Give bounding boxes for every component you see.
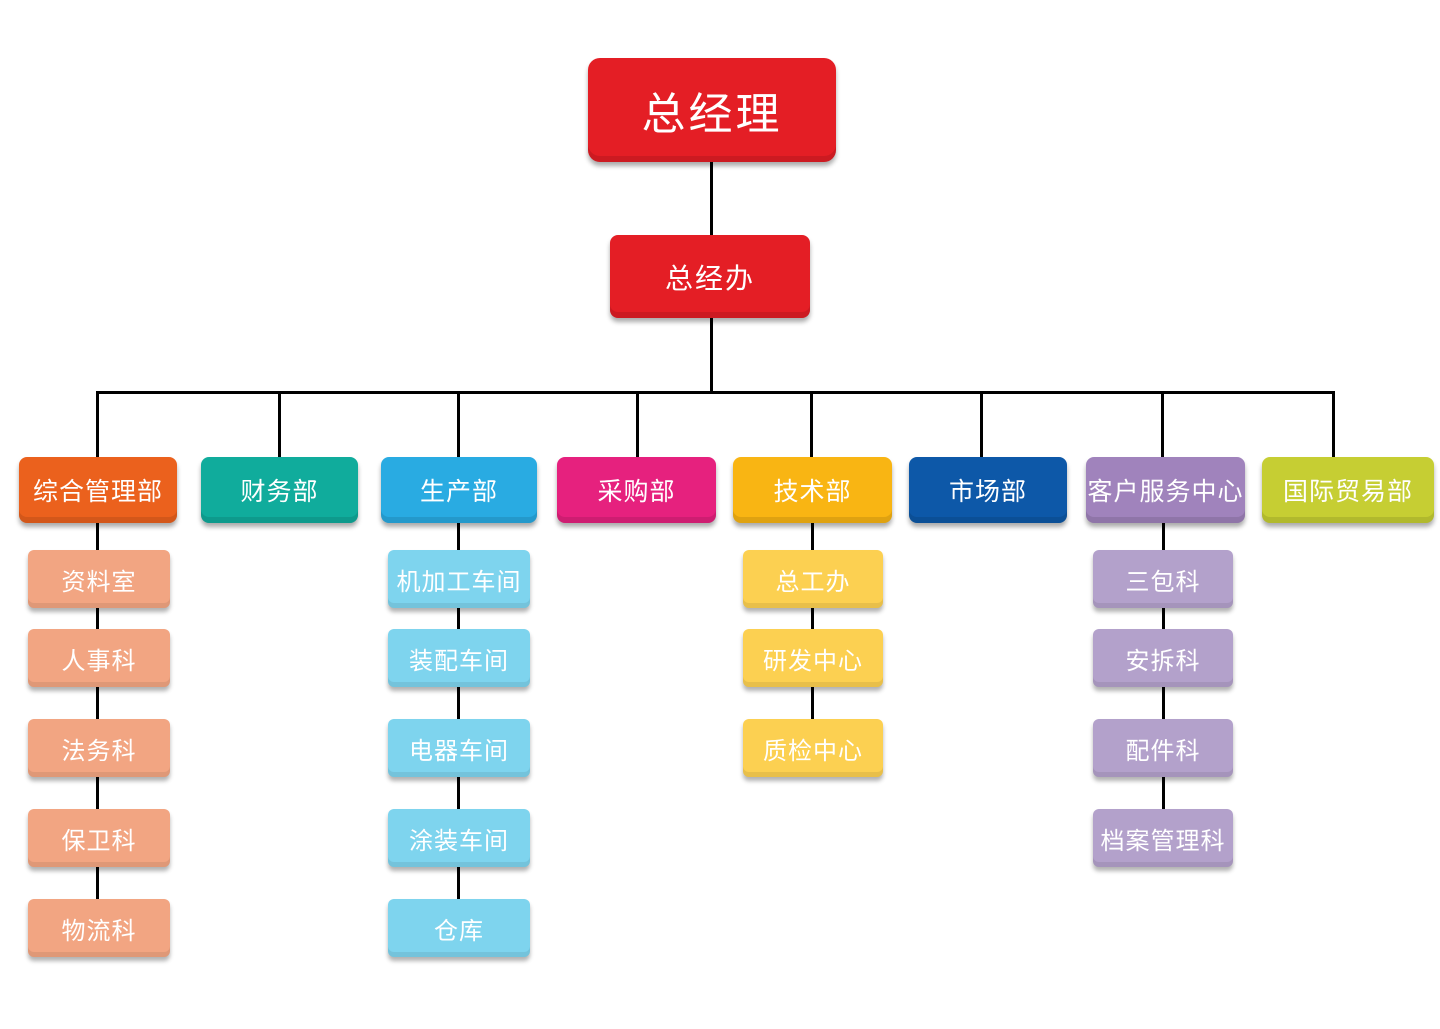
child-node: 质检中心 [743,719,883,777]
connector-drop [278,391,281,458]
connector-drop [810,391,813,458]
dept-international-trade: 国际贸易部 [1262,457,1434,523]
node-general-manager: 总经理 [588,58,836,162]
child-node: 装配车间 [388,629,530,687]
connector-horizontal-bar [97,391,1335,394]
child-node: 机加工车间 [388,550,530,608]
child-node: 仓库 [388,899,530,957]
dept-general-management: 综合管理部 [19,457,177,523]
child-node: 法务科 [28,719,170,777]
child-node: 涂装车间 [388,809,530,867]
child-node: 档案管理科 [1093,809,1233,867]
connector-drop [96,391,99,458]
dept-production: 生产部 [381,457,537,523]
child-node: 安拆科 [1093,629,1233,687]
connector-drop [1161,391,1164,458]
dept-technology: 技术部 [733,457,892,523]
connector-spine [96,510,99,910]
connector-drop [636,391,639,458]
connector-spine [811,510,814,730]
dept-procurement: 采购部 [557,457,716,523]
child-node: 电器车间 [388,719,530,777]
child-node: 研发中心 [743,629,883,687]
node-gm-office: 总经办 [610,235,810,318]
connector-drop [457,391,460,458]
dept-finance: 财务部 [201,457,358,523]
connector-spine [457,510,460,910]
dept-customer-service: 客户服务中心 [1086,457,1245,523]
child-node: 资料室 [28,550,170,608]
child-node: 三包科 [1093,550,1233,608]
child-node: 物流科 [28,899,170,957]
child-node: 保卫科 [28,809,170,867]
connector-drop [1332,391,1335,458]
child-node: 人事科 [28,629,170,687]
dept-marketing: 市场部 [909,457,1067,523]
child-node: 配件科 [1093,719,1233,777]
child-node: 总工办 [743,550,883,608]
connector-drop [980,391,983,458]
